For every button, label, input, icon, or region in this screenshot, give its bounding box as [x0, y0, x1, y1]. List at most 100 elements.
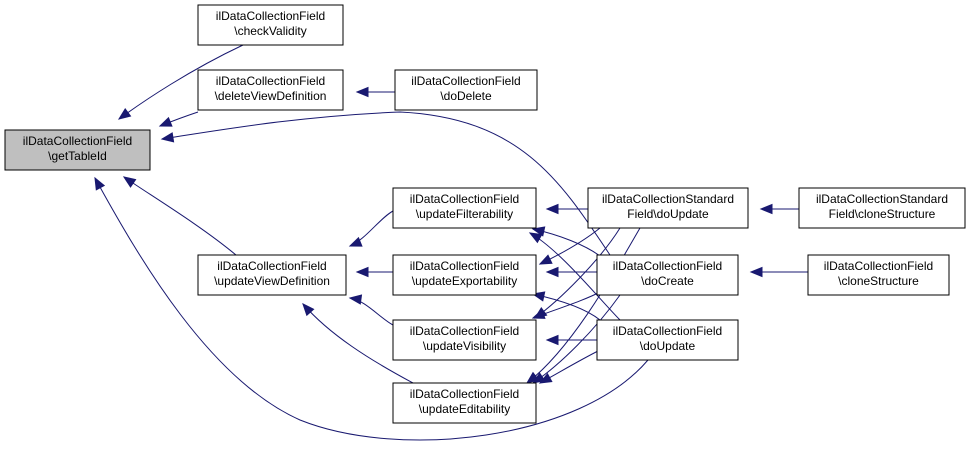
arrowhead-icon — [528, 232, 543, 244]
edge-line — [529, 232, 621, 321]
node-label-method: \getTableId — [48, 149, 107, 163]
arrowhead-icon — [302, 303, 315, 317]
arrowhead-icon — [759, 203, 773, 215]
node-updateViewDefinition[interactable]: ilDataCollectionField\updateViewDefiniti… — [197, 254, 347, 296]
node-label-method: \updateEditability — [419, 402, 510, 416]
edge-checkValidity-to-getTableId — [117, 44, 244, 120]
node-box — [197, 4, 344, 46]
nodes-layer: ilDataCollectionField\getTableIdilDataCo… — [4, 4, 966, 424]
node-label-class: ilDataCollectionField — [216, 74, 325, 88]
node-cloneStructure[interactable]: ilDataCollectionField\cloneStructure — [807, 254, 950, 296]
node-box — [587, 187, 749, 229]
node-label-class: ilDataCollectionField — [410, 192, 519, 206]
node-box — [392, 382, 537, 424]
node-box — [392, 254, 537, 296]
node-label-method: \updateExportability — [412, 274, 517, 288]
node-label-class: ilDataCollectionField — [613, 324, 722, 338]
arrowhead-icon — [348, 294, 363, 305]
node-label-class: ilDataCollectionField — [23, 134, 132, 148]
arrowhead-icon — [160, 132, 175, 143]
node-updateVisibility[interactable]: ilDataCollectionField\updateVisibility — [392, 319, 537, 361]
arrowhead-icon — [545, 334, 559, 346]
node-label-method: \cloneStructure — [838, 274, 919, 288]
node-updateFilterability[interactable]: ilDataCollectionField\updateFilterabilit… — [392, 187, 537, 229]
node-doUpdate[interactable]: ilDataCollectionField\doUpdate — [596, 319, 739, 361]
node-box — [197, 69, 344, 111]
edge-stdCloneStructure-to-stdDoUpdate — [759, 203, 799, 215]
arrowhead-icon — [545, 203, 559, 215]
node-label-class: ilDataCollectionField — [410, 259, 519, 273]
arrowhead-icon — [538, 254, 553, 265]
node-label-class: ilDataCollectionField — [410, 387, 519, 401]
node-checkValidity[interactable]: ilDataCollectionField\checkValidity — [197, 4, 344, 46]
node-label-method: Field\doUpdate — [627, 207, 709, 221]
node-label-method: \doCreate — [641, 274, 694, 288]
edge-line — [526, 227, 641, 384]
node-label-method: \updateViewDefinition — [214, 274, 330, 288]
edge-doCreate-to-getTableId — [160, 111, 611, 256]
arrowhead-icon — [531, 309, 546, 319]
arrowhead-icon — [538, 372, 553, 384]
edge-line — [118, 44, 244, 120]
node-getTableId[interactable]: ilDataCollectionField\getTableId — [4, 129, 151, 171]
node-label-method: \updateFilterability — [416, 207, 513, 221]
edge-updateExportability-to-updateViewDefinition — [355, 266, 393, 278]
edge-line — [123, 176, 237, 256]
node-box — [392, 187, 537, 229]
node-box — [596, 319, 739, 361]
edge-doCreate-to-updateVisibility — [531, 291, 601, 319]
edge-doCreate-to-updateFilterability — [531, 226, 601, 257]
edge-stdDoUpdate-to-updateExportability — [538, 227, 601, 265]
node-label-method: Field\cloneStructure — [829, 207, 936, 221]
arrowhead-icon — [531, 226, 546, 237]
arrowhead-icon — [749, 266, 763, 278]
edge-doUpdate-to-updateEditability — [538, 349, 601, 384]
node-label-method: \deleteViewDefinition — [215, 89, 327, 103]
node-label-method: \checkValidity — [234, 24, 306, 38]
node-label-class: ilDataCollectionField — [216, 9, 325, 23]
edge-doUpdate-to-updateVisibility — [545, 334, 597, 346]
node-label-class: ilDataCollectionStandard — [602, 192, 734, 206]
edge-doCreate-to-updateExportability — [545, 266, 597, 278]
node-doCreate[interactable]: ilDataCollectionField\doCreate — [596, 254, 739, 296]
node-box — [807, 254, 950, 296]
node-doDelete[interactable]: ilDataCollectionField\doDelete — [394, 69, 538, 111]
arrowhead-icon — [94, 176, 106, 191]
arrowhead-icon — [545, 266, 559, 278]
node-stdCloneStructure[interactable]: ilDataCollectionStandardField\cloneStruc… — [798, 187, 966, 229]
edge-doUpdate-to-updateFilterability — [528, 232, 621, 321]
node-label-class: ilDataCollectionStandard — [816, 192, 948, 206]
edge-line — [302, 303, 414, 384]
arrowhead-icon — [117, 108, 132, 120]
arrowhead-icon — [355, 86, 369, 98]
arrowhead-icon — [348, 236, 363, 247]
node-box — [596, 254, 739, 296]
node-box — [798, 187, 966, 229]
arrowhead-icon — [122, 176, 137, 188]
arrowhead-icon — [355, 266, 369, 278]
node-label-method: \doDelete — [440, 89, 492, 103]
arrowhead-icon — [158, 116, 173, 127]
edge-updateFilterability-to-updateViewDefinition — [348, 210, 394, 247]
edge-updateEditability-to-updateViewDefinition — [302, 303, 414, 384]
edge-deleteViewDefinition-to-getTableId — [158, 111, 199, 127]
edge-stdDoUpdate-to-updateFilterability — [545, 203, 588, 215]
node-box — [392, 319, 537, 361]
node-label-class: ilDataCollectionField — [410, 324, 519, 338]
node-box — [4, 129, 151, 171]
node-deleteViewDefinition[interactable]: ilDataCollectionField\deleteViewDefiniti… — [197, 69, 344, 111]
node-box — [197, 254, 347, 296]
edge-cloneStructure-to-doCreate — [749, 266, 808, 278]
node-updateExportability[interactable]: ilDataCollectionField\updateExportabilit… — [392, 254, 537, 296]
edge-updateVisibility-to-updateViewDefinition — [348, 294, 394, 326]
edge-line — [94, 177, 649, 441]
node-box — [394, 69, 538, 111]
node-label-class: ilDataCollectionField — [217, 259, 326, 273]
edge-doDelete-to-deleteViewDefinition — [355, 86, 395, 98]
edge-updateViewDefinition-to-getTableId — [122, 176, 237, 256]
edge-doUpdate-to-getTableId — [94, 176, 649, 441]
node-updateEditability[interactable]: ilDataCollectionField\updateEditability — [392, 382, 537, 424]
